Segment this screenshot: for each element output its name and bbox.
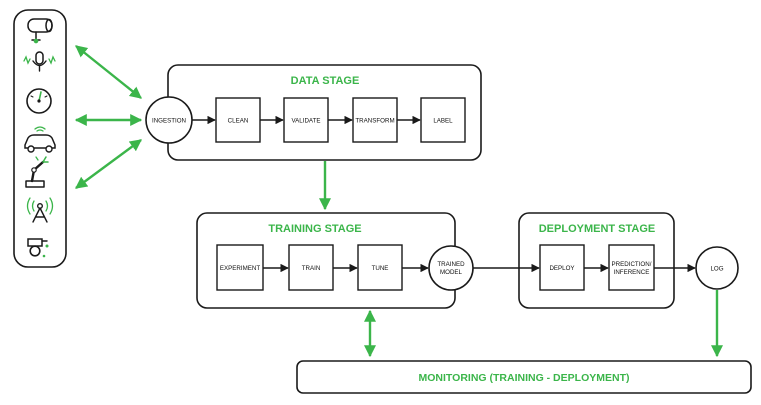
deploy-label: DEPLOY	[549, 265, 574, 272]
validate-box	[283, 97, 329, 143]
data-stage-title: DATA STAGE	[291, 75, 360, 87]
trained-model-node	[428, 245, 474, 291]
data-stage: DATA STAGE INGESTION CLEAN VALIDATE TRAN…	[145, 64, 482, 161]
tune-label: TUNE	[372, 265, 389, 272]
robot-arm-icon	[25, 156, 49, 188]
train-label: TRAIN	[302, 265, 321, 272]
monitoring-bar: MONITORING (TRAINING - DEPLOYMENT)	[296, 360, 752, 394]
experiment-box	[216, 244, 264, 291]
deployment-stage: DEPLOYMENT STAGE DEPLOY PREDICTION/ INFE…	[518, 212, 675, 309]
radio-tower-icon	[26, 197, 54, 223]
trained-model-label-line2: MODEL	[440, 269, 463, 276]
prediction-box	[608, 244, 655, 291]
validate-label: VALIDATE	[292, 118, 321, 125]
connected-car-icon	[24, 126, 56, 153]
train-box	[288, 244, 334, 291]
log-node	[695, 246, 739, 290]
ingestion-label: INGESTION	[152, 118, 186, 125]
transform-box	[352, 97, 398, 143]
deployment-stage-title: DEPLOYMENT STAGE	[539, 223, 656, 235]
experiment-label: EXPERIMENT	[220, 265, 260, 272]
log-label: LOG	[710, 266, 723, 273]
training-stage: TRAINING STAGE EXPERIMENT TRAIN TUNE TRA…	[196, 212, 474, 309]
label-box	[420, 97, 466, 143]
clean-label: CLEAN	[228, 118, 249, 125]
label-step-label: LABEL	[433, 118, 453, 125]
microphone-icon	[23, 51, 56, 72]
valve-sensor-icon	[27, 238, 49, 258]
sources-panel	[13, 9, 67, 268]
transform-label: TRANSFORM	[355, 118, 394, 125]
cctv-camera-icon	[27, 18, 53, 44]
trained-model-label-line1: TRAINED	[437, 261, 465, 268]
source-ingestion-arrows	[74, 45, 143, 189]
prediction-label-line1: PREDICTION/	[612, 261, 652, 268]
deploy-box	[539, 244, 585, 291]
gauge-icon	[26, 88, 52, 114]
monitoring-label: MONITORING (TRAINING - DEPLOYMENT)	[419, 372, 630, 384]
training-stage-title: TRAINING STAGE	[268, 223, 361, 235]
prediction-label-line2: INFERENCE	[614, 269, 650, 276]
